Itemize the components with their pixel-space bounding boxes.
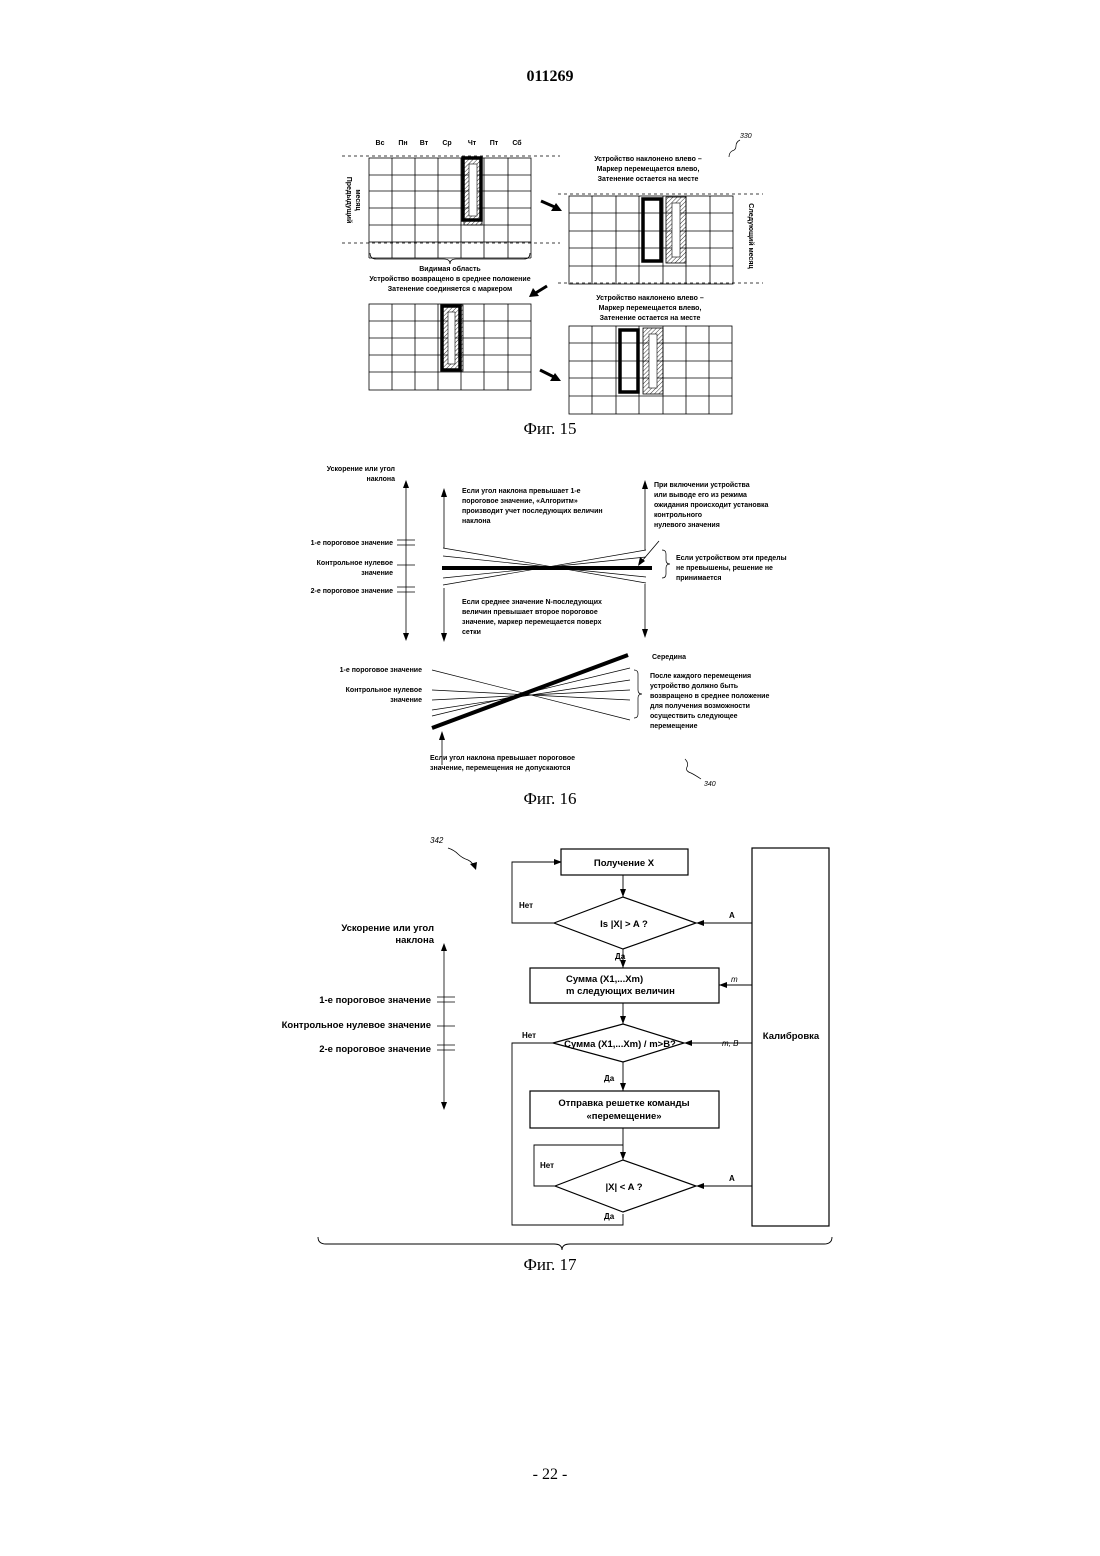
brace	[370, 253, 530, 264]
threshold-1-label: 1-е пороговое значение	[319, 995, 431, 1006]
day-header: Чт	[468, 140, 477, 147]
exceed-first-text: пороговое значение, «Алгоритм»	[462, 498, 578, 505]
receive-label: Получение X	[594, 858, 655, 869]
limits-text: Если устройством эти пределы	[676, 554, 787, 562]
avg-exceeds-text: значение, маркер перемещается поверх	[462, 619, 602, 626]
zero-ref-label: значение	[361, 570, 393, 577]
threshold-1-label: 1-е пороговое значение	[311, 540, 393, 547]
avg-exceeds-text: сетки	[462, 629, 481, 636]
axis-title: наклона	[395, 935, 434, 946]
marker-2	[643, 197, 686, 263]
day-header: Вт	[420, 140, 429, 147]
document-number: 011269	[0, 68, 1100, 86]
exceed-first-text: Если угол наклона превышает 1-е	[462, 488, 581, 495]
prev-month-label: Предыдущий	[345, 177, 353, 224]
after-move-text: перемещение	[650, 723, 698, 730]
avg-exceeds-text: величин превышает второе пороговое	[462, 609, 598, 616]
sum-label: Сумма (X1,...Xm)	[566, 974, 643, 985]
figure-15: Вс Пн Вт Ср Чт Пт Сб	[0, 120, 1100, 425]
tilt-text: Устройство наклонено влево –	[596, 294, 704, 302]
a-label: A	[729, 1174, 735, 1183]
day-header: Пт	[490, 140, 499, 147]
zero-ref-label: Контрольное нулевое	[317, 560, 393, 567]
axis-title: наклона	[367, 476, 396, 483]
figure-16: Ускорение или угол наклона 1-е пороговое…	[0, 455, 1100, 790]
page-number: - 22 -	[0, 1466, 1100, 1484]
marker-3	[442, 305, 463, 371]
m-label: m	[731, 975, 738, 984]
after-move-text: осуществить следующее	[650, 713, 738, 720]
visible-area-text: Видимая область	[419, 265, 481, 273]
condition-1-label: Is |X| > A ?	[600, 919, 648, 930]
day-headers: Вс Пн Вт Ср Чт Пт Сб	[376, 139, 523, 147]
after-move-text: для получения возможности	[650, 703, 750, 710]
yes-label: Да	[604, 1074, 615, 1083]
no-label: Нет	[519, 901, 533, 910]
mb-label: m, B	[722, 1039, 739, 1048]
send-label: «перемещение»	[586, 1111, 661, 1122]
tilt-text: Маркер перемещается влево,	[597, 166, 700, 173]
zero-ref-label: Контрольное нулевое значение	[282, 1020, 431, 1031]
yes-label: Да	[604, 1212, 615, 1221]
next-month-label: Следующий месяц	[747, 203, 755, 269]
day-header: Сб	[512, 139, 522, 147]
sum-label: m следующих величин	[566, 986, 675, 997]
no-moves-text: Если угол наклона превышает пороговое	[430, 755, 575, 762]
no-moves-text: значение, перемещения не допускаются	[430, 765, 570, 772]
axis-title: Ускорение или угол	[327, 466, 395, 473]
no-label: Нет	[540, 1161, 554, 1170]
reference-number: 342	[430, 836, 444, 845]
calibration-label: Калибровка	[763, 1031, 820, 1042]
send-box	[530, 1091, 719, 1128]
prev-month-label: месяц	[354, 189, 361, 211]
power-on-text: контрольного	[654, 512, 702, 519]
day-header: Вс	[376, 140, 385, 147]
reference-number: 340	[704, 781, 716, 788]
send-label: Отправка решетке команды	[558, 1098, 689, 1109]
power-on-text: ожидания происходит установка	[654, 502, 768, 509]
figure-15-caption: Фиг. 15	[0, 419, 1100, 439]
threshold-2-label: 2-е пороговое значение	[319, 1044, 431, 1055]
middle-label: Середина	[652, 654, 686, 661]
power-on-text: При включении устройства	[654, 481, 750, 489]
condition-2-label: Сумма (X1,...Xm) / m>B?	[564, 1039, 676, 1050]
tilt-text: Устройство наклонено влево –	[594, 155, 702, 163]
yes-label: Да	[615, 952, 626, 961]
zero-ref-label: значение	[390, 697, 422, 704]
power-on-text: нулевого значения	[654, 522, 720, 529]
brace	[318, 1237, 832, 1250]
after-move-text: возвращено в среднее положение	[650, 693, 769, 700]
tilt-text: Затенение остается на месте	[598, 176, 699, 183]
day-header: Ср	[442, 140, 451, 147]
calendar-grid-1	[342, 156, 560, 258]
marker-1	[463, 158, 482, 225]
reference-number: 330	[740, 133, 752, 140]
limits-text: не превышены, решение не	[676, 565, 773, 572]
day-header: Пн	[398, 140, 407, 147]
after-move-text: После каждого перемещения	[650, 673, 751, 680]
visible-area-text: Устройство возвращено в среднее положени…	[369, 275, 530, 283]
axis-title: Ускорение или угол	[341, 923, 434, 934]
power-on-text: или выводе его из режима	[654, 492, 747, 499]
tilt-text: Затенение остается на месте	[600, 315, 701, 322]
limits-text: принимается	[676, 575, 721, 582]
tilt-text: Маркер перемещается влево,	[599, 305, 702, 312]
avg-exceeds-text: Если среднее значение N-последующих	[462, 599, 602, 606]
zero-ref-label: Контрольное нулевое	[346, 687, 422, 694]
after-move-text: устройство должно быть	[650, 682, 739, 690]
no-label: Нет	[522, 1031, 536, 1040]
condition-3-label: |X| < A ?	[605, 1182, 642, 1193]
threshold-2-label: 2-е пороговое значение	[311, 588, 393, 595]
a-label: A	[729, 911, 735, 920]
exceed-first-text: наклона	[462, 518, 491, 525]
exceed-first-text: производит учет последующих величин	[462, 508, 603, 515]
figure-17-caption: Фиг. 17	[0, 1255, 1100, 1275]
visible-area-text: Затенение соединяется с маркером	[388, 286, 512, 293]
figure-17: 342 Ускорение или угол наклона 1-е порог…	[0, 830, 1100, 1260]
threshold-1-label: 1-е пороговое значение	[340, 667, 422, 674]
figure-16-caption: Фиг. 16	[0, 789, 1100, 809]
